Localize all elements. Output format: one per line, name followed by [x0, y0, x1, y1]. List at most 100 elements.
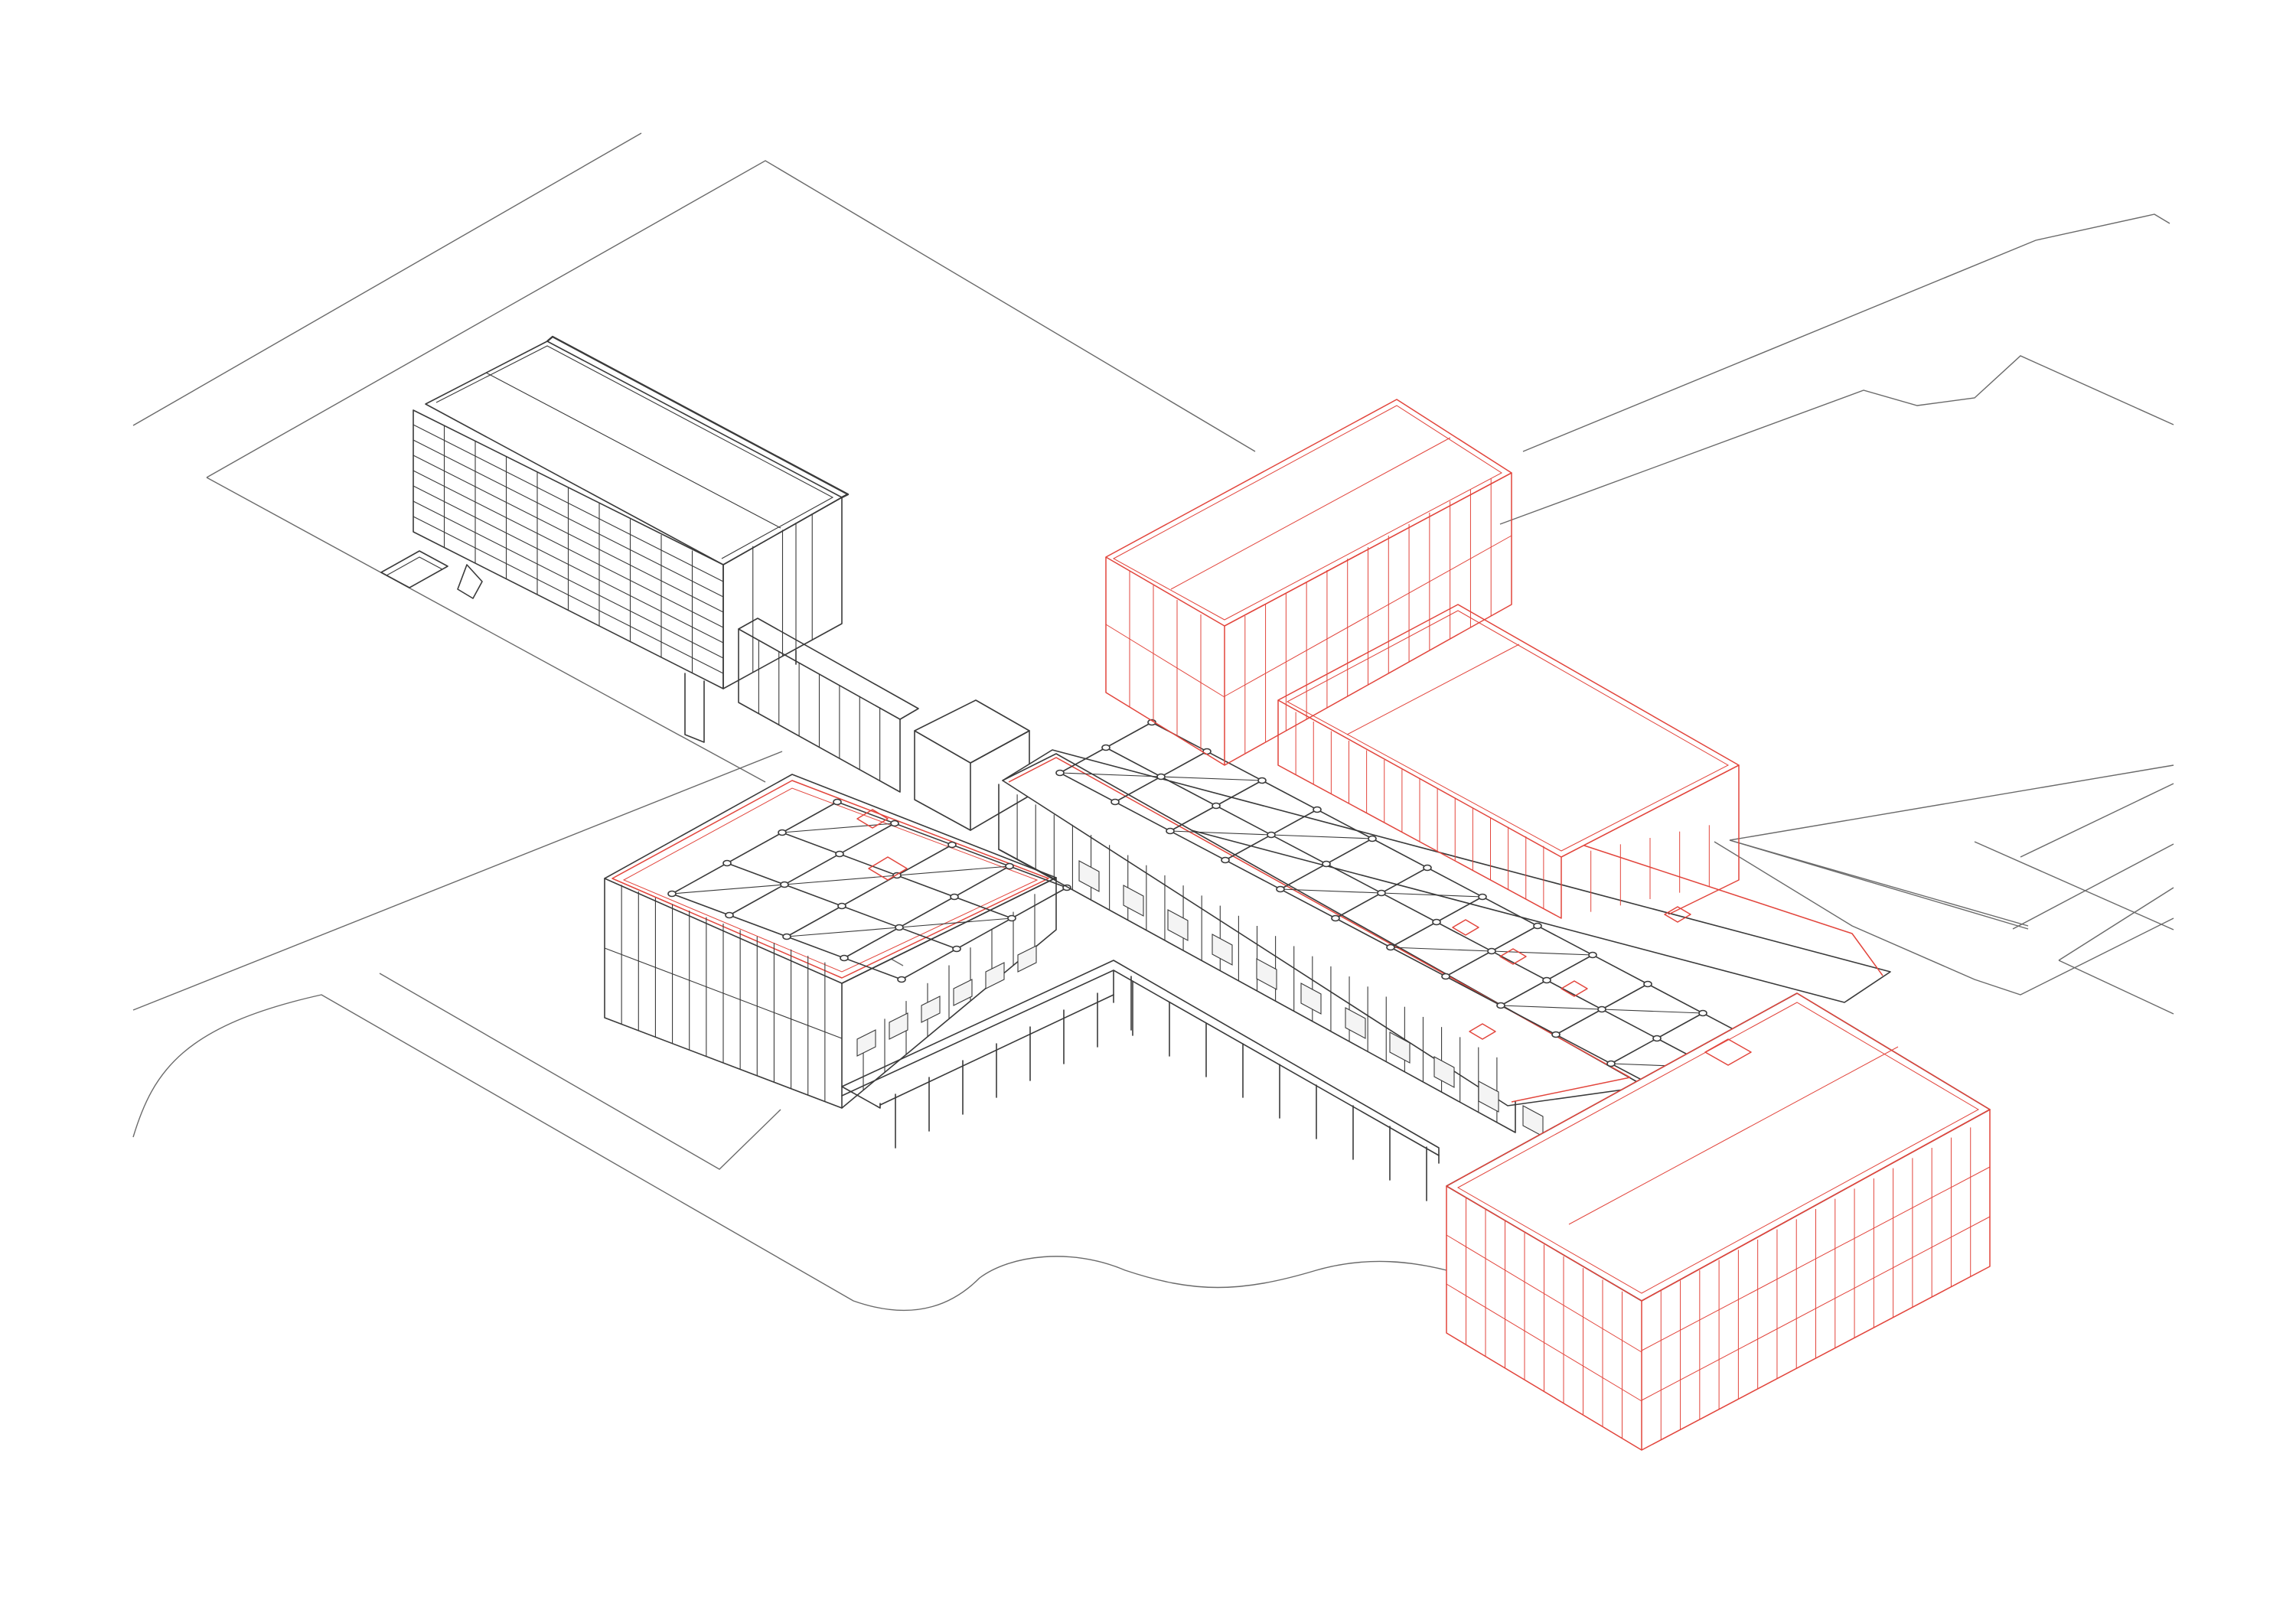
truss-node	[1487, 947, 1496, 955]
truss-node	[782, 933, 791, 940]
truss-node	[1551, 1031, 1561, 1038]
truss-diagonal	[671, 884, 785, 895]
truss-diagonal	[1390, 947, 1492, 952]
window-box	[1123, 885, 1144, 917]
truss-node	[1313, 806, 1322, 813]
north-block-new	[1105, 399, 1512, 766]
truss-diagonal	[1500, 1005, 1603, 1010]
window-box	[985, 962, 1005, 989]
truss-node	[1267, 831, 1276, 839]
window-box	[921, 996, 941, 1023]
truss-diagonal	[1059, 772, 1162, 777]
window-box	[1345, 1007, 1366, 1039]
window-box	[856, 1029, 876, 1057]
truss-node	[950, 893, 959, 901]
truss-node	[1276, 885, 1285, 893]
window-box	[1212, 934, 1233, 966]
truss-node	[895, 924, 904, 931]
truss-node	[892, 872, 902, 879]
truss-member	[786, 844, 953, 937]
tower-facade-transom	[413, 485, 724, 644]
truss-node	[1377, 889, 1386, 897]
truss-node	[1055, 769, 1065, 777]
truss-diagonal	[784, 875, 898, 885]
truss-node	[1007, 914, 1016, 922]
tower-facade-transom	[413, 424, 724, 582]
truss-member	[729, 823, 895, 916]
tower-facade-transom	[413, 470, 724, 628]
truss-node	[840, 954, 849, 962]
truss-node	[725, 911, 734, 919]
truss-node	[947, 841, 957, 849]
truss-node	[1496, 1002, 1505, 1009]
tower-facade-grid	[413, 424, 813, 674]
truss-node	[1101, 744, 1110, 751]
truss-node	[1542, 976, 1551, 984]
stair-core	[914, 699, 1030, 831]
west-facade-sw-transom	[604, 947, 843, 1039]
truss-node	[1478, 893, 1487, 901]
truss-node	[1643, 980, 1652, 988]
window-box	[953, 979, 973, 1006]
truss-diagonal	[786, 927, 900, 937]
truss-node	[1257, 777, 1267, 784]
truss-node	[1386, 943, 1395, 951]
truss-node	[1597, 1005, 1606, 1013]
truss-node	[890, 820, 899, 827]
tower-facade-transom	[413, 439, 724, 598]
truss-member	[901, 887, 1068, 980]
north-facade-sw-transom	[1105, 624, 1225, 698]
truss-node	[1588, 951, 1597, 959]
truss-node	[1156, 773, 1166, 781]
truss-node	[835, 850, 844, 858]
truss-node	[1368, 835, 1377, 842]
truss-node	[1110, 798, 1120, 806]
truss-diagonal	[1169, 830, 1272, 836]
ground-outlines	[132, 132, 2174, 1312]
truss-diagonal	[896, 865, 1010, 876]
truss-node	[1606, 1060, 1616, 1067]
east-facade-se-transom	[1641, 1216, 1991, 1401]
tower-facade-transom	[413, 455, 724, 613]
window-box	[1478, 1080, 1499, 1113]
truss-node	[1432, 918, 1441, 926]
window-box	[1167, 909, 1189, 941]
window-box	[889, 1012, 908, 1040]
west-pavilion	[604, 774, 1071, 1109]
window-box	[1522, 1105, 1544, 1137]
truss-node	[667, 890, 677, 898]
truss-node	[780, 881, 789, 888]
truss-diagonal	[1381, 892, 1483, 898]
truss-node	[1698, 1009, 1707, 1017]
truss-diagonal	[1601, 1009, 1704, 1014]
truss-node	[952, 945, 961, 953]
truss-node	[1441, 973, 1450, 980]
east-block-new	[1446, 992, 1991, 1451]
window-box	[1078, 860, 1100, 892]
tower-facade-transom	[413, 516, 724, 674]
middle-block-new	[1277, 604, 1740, 919]
truss-node	[1166, 827, 1175, 835]
window-box	[1433, 1056, 1455, 1088]
window-box	[1389, 1031, 1411, 1064]
truss-diagonal	[899, 917, 1013, 928]
window-box	[1300, 983, 1322, 1015]
link-corridor	[738, 618, 919, 793]
east-facade-sw-transom	[1446, 1234, 1642, 1353]
window-box	[1017, 945, 1037, 973]
north-facade-se-transom	[1224, 535, 1512, 697]
truss-node	[1533, 922, 1542, 930]
truss-node	[1212, 802, 1221, 810]
truss-node	[1423, 864, 1432, 872]
truss-node	[1005, 862, 1014, 870]
truss-node	[837, 902, 846, 910]
truss-diagonal	[1160, 776, 1263, 781]
window-box	[1256, 958, 1277, 990]
tower-block	[380, 335, 850, 743]
truss-diagonal	[1280, 888, 1382, 894]
truss-node	[1322, 860, 1331, 868]
truss-node	[722, 859, 732, 867]
truss-diagonal	[1270, 834, 1373, 839]
truss-node	[1331, 914, 1340, 922]
